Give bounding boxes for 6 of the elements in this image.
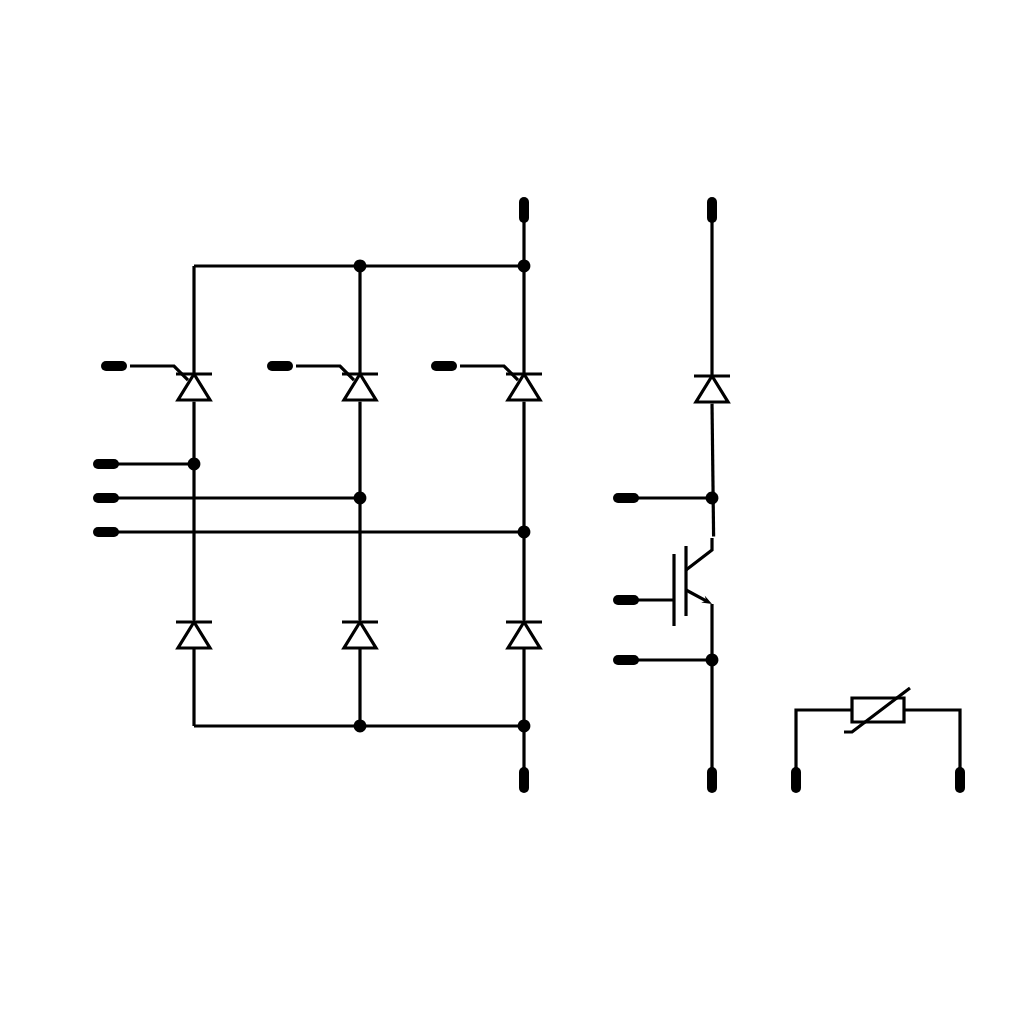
wire <box>710 403 716 537</box>
wire <box>522 401 526 621</box>
wire <box>192 401 196 621</box>
wire <box>358 401 362 621</box>
igbt-symbol <box>672 538 714 626</box>
thermistor-symbol <box>844 686 911 734</box>
